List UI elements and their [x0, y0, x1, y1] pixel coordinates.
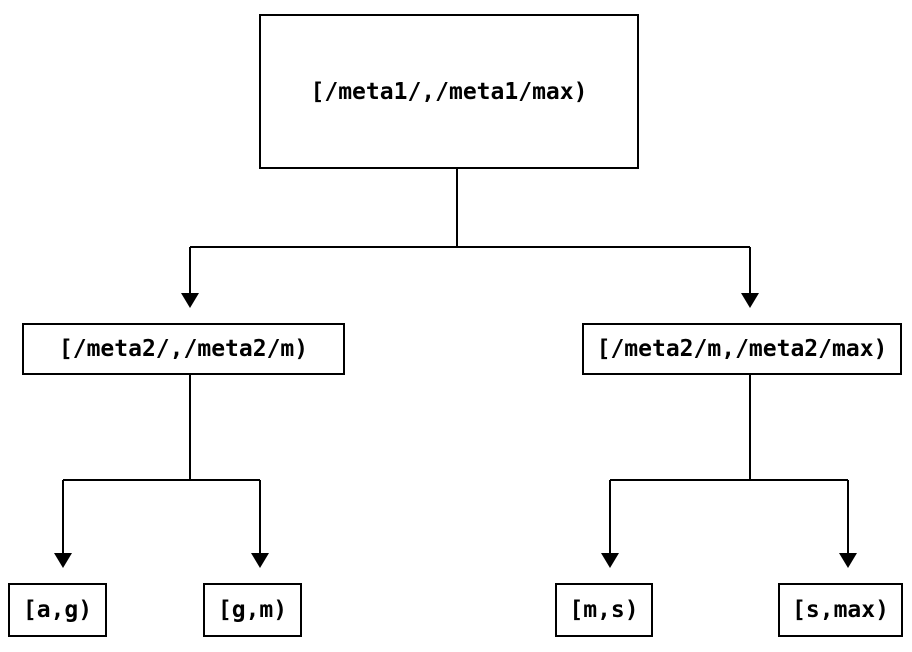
- tree-leaf-gm: [g,m): [203, 583, 302, 637]
- arrow-down-icon: [601, 553, 619, 568]
- arrow-down-icon: [54, 553, 72, 568]
- tree-leaf-ms: [m,s): [555, 583, 653, 637]
- tree-leaf-ag: [a,g): [8, 583, 107, 637]
- arrow-down-icon: [181, 293, 199, 308]
- arrow-down-icon: [839, 553, 857, 568]
- arrow-down-icon: [251, 553, 269, 568]
- tree-leaf-smax: [s,max): [778, 583, 903, 637]
- tree-node-right-child: [/meta2/m,/meta2/max): [582, 323, 902, 375]
- arrow-down-icon: [741, 293, 759, 308]
- tree-node-left-child: [/meta2/,/meta2/m): [22, 323, 345, 375]
- tree-node-root: [/meta1/,/meta1/max): [259, 14, 639, 169]
